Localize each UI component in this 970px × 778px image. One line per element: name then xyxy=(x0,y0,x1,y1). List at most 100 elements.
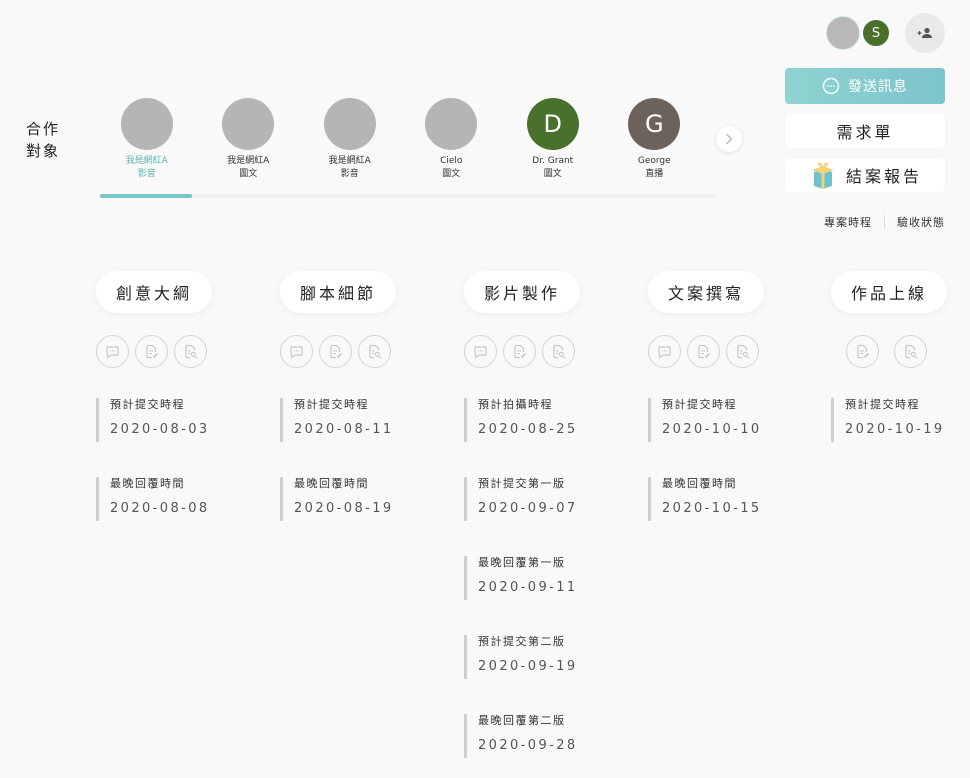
schedule-item: 最晚回覆時間 2020-08-08 xyxy=(96,477,276,521)
schedule-label: 預計拍攝時程 xyxy=(478,398,553,411)
chat-button[interactable] xyxy=(464,335,497,368)
schedule-date: 2020-09-19 xyxy=(478,659,578,674)
schedule-label: 預計提交第二版 xyxy=(478,635,566,648)
send-message-label: 發送訊息 xyxy=(848,79,908,95)
review-document-button[interactable] xyxy=(358,335,391,368)
partner-item[interactable]: 我是網紅A 影音 xyxy=(96,98,198,181)
stage-title-button[interactable]: 影片製作 xyxy=(464,271,581,313)
next-partners-button[interactable] xyxy=(716,126,742,152)
chat-icon xyxy=(106,345,119,359)
partner-scrollbar[interactable] xyxy=(100,194,716,198)
stage-title-button[interactable]: 文案撰寫 xyxy=(648,271,765,313)
schedule-date: 2020-10-10 xyxy=(662,422,762,437)
schedule-label: 預計提交時程 xyxy=(110,398,185,411)
avatar[interactable] xyxy=(826,16,860,50)
stage-title-button[interactable]: 作品上線 xyxy=(831,271,948,313)
send-message-button[interactable]: 發送訊息 xyxy=(785,68,945,104)
edit-document-button[interactable] xyxy=(846,335,879,368)
stage-actions xyxy=(831,335,970,368)
stage-actions xyxy=(280,335,460,368)
partner-type: 影音 xyxy=(340,169,359,179)
schedule-date: 2020-09-07 xyxy=(478,501,578,516)
schedule-label: 預計提交時程 xyxy=(294,398,369,411)
schedule-label: 最晚回覆第一版 xyxy=(478,556,566,569)
schedule-item: 最晚回覆第一版 2020-09-11 xyxy=(464,556,644,600)
edit-document-icon xyxy=(514,344,527,359)
requirements-label: 需求單 xyxy=(836,123,894,142)
partner-initial: D xyxy=(543,110,562,138)
partner-scrollbar-thumb[interactable] xyxy=(100,194,192,198)
requirements-button[interactable]: 需求單 xyxy=(785,114,945,148)
partner-avatar xyxy=(120,98,173,150)
chat-icon xyxy=(474,345,487,359)
review-document-button[interactable] xyxy=(894,335,927,368)
schedule-item: 預計提交時程 2020-08-11 xyxy=(280,398,460,442)
edit-document-icon xyxy=(330,344,343,359)
schedule-date: 2020-08-03 xyxy=(110,422,210,437)
edit-document-button[interactable] xyxy=(319,335,352,368)
schedule-date: 2020-08-25 xyxy=(478,422,578,437)
edit-document-button[interactable] xyxy=(503,335,536,368)
partner-avatar xyxy=(222,98,275,150)
stage-schedule: 預計提交時程 2020-08-03 最晚回覆時間 2020-08-08 xyxy=(96,398,276,521)
collaborator-avatars: S xyxy=(826,16,890,50)
review-document-button[interactable] xyxy=(542,335,575,368)
chat-button[interactable] xyxy=(280,335,313,368)
avatar-initial: S xyxy=(871,25,881,41)
add-user-button[interactable] xyxy=(905,13,945,53)
acceptance-status-link[interactable]: 驗收狀態 xyxy=(897,216,945,229)
stage-title-button[interactable]: 腳本細節 xyxy=(280,271,397,313)
chevron-right-icon xyxy=(726,133,733,145)
review-document-button[interactable] xyxy=(174,335,207,368)
chat-button[interactable] xyxy=(96,335,129,368)
action-panel: 發送訊息 需求單 結案報告 專案時程 驗收狀態 xyxy=(785,68,945,230)
edit-document-button[interactable] xyxy=(135,335,168,368)
search-document-icon xyxy=(369,344,382,359)
partners-label: 合作 對象 xyxy=(26,118,60,162)
schedule-label: 最晚回覆時間 xyxy=(110,477,185,490)
partner-type: 圖文 xyxy=(239,169,258,179)
edit-document-button[interactable] xyxy=(687,335,720,368)
search-document-icon xyxy=(737,344,750,359)
stage-creative-outline: 創意大綱 預計提交時程 2020-08-03 最晚回覆時間 2020-08-08 xyxy=(96,271,276,556)
person-add-icon xyxy=(917,27,932,38)
stage-title-button[interactable]: 創意大綱 xyxy=(96,271,213,313)
partners-label-line1: 合作 xyxy=(26,120,61,138)
schedule-date: 2020-09-11 xyxy=(478,580,578,595)
search-document-icon xyxy=(185,344,198,359)
chat-button[interactable] xyxy=(648,335,681,368)
partner-name: Dr. Grant xyxy=(532,156,574,166)
partner-info: 我是網紅A 影音 xyxy=(126,155,168,181)
partner-name: 我是網紅A xyxy=(125,156,168,166)
schedule-date: 2020-08-08 xyxy=(110,501,210,516)
partners-label-line2: 對象 xyxy=(26,142,61,160)
partner-avatar xyxy=(323,98,376,150)
avatar[interactable]: S xyxy=(862,19,890,47)
project-schedule-link[interactable]: 專案時程 xyxy=(824,216,872,229)
final-report-button[interactable]: 結案報告 xyxy=(785,158,945,192)
search-document-icon xyxy=(553,344,566,359)
stage-actions xyxy=(464,335,644,368)
review-document-button[interactable] xyxy=(726,335,759,368)
schedule-date: 2020-08-11 xyxy=(294,422,394,437)
schedule-item: 預計提交時程 2020-08-03 xyxy=(96,398,276,442)
schedule-date: 2020-08-19 xyxy=(294,501,394,516)
partner-type: 影音 xyxy=(137,169,156,179)
partner-avatar: G xyxy=(628,98,681,150)
